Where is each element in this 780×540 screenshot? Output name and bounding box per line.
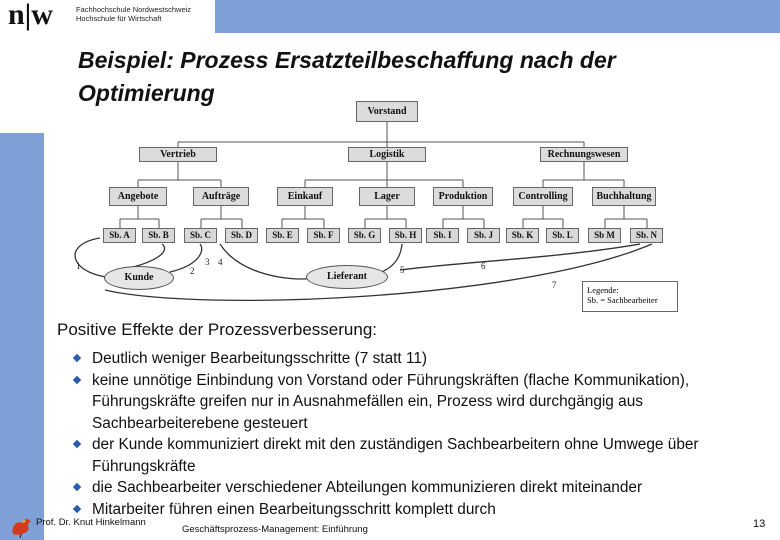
institution-line-2: Hochschule für Wirtschaft [76, 14, 162, 23]
node-produktion: Produktion [433, 187, 493, 206]
node-sb-k: Sb. K [506, 228, 539, 243]
list-item: der Kunde kommuniziert direkt mit den zu… [72, 434, 762, 477]
bullet-icon [72, 504, 82, 513]
legend-text: Sb. = Sachbearbeiter [587, 295, 658, 305]
node-sb-h: Sb. H [389, 228, 422, 243]
step-3: 3 [205, 257, 210, 267]
side-accent-bar [0, 133, 44, 540]
title-line-2: Optimierung [78, 80, 215, 106]
node-sb-g: Sb. G [348, 228, 381, 243]
slide-title: Beispiel: Prozess Ersatzteilbeschaffung … [78, 44, 616, 110]
step-4: 4 [218, 257, 223, 267]
page-number: 13 [753, 518, 766, 530]
list-item: Mitarbeiter führen einen Bearbeitungssch… [72, 499, 762, 521]
node-sb-c: Sb. C [184, 228, 217, 243]
legend-title: Legende: [587, 285, 619, 295]
node-sb-f: Sb. F [307, 228, 340, 243]
oval-kunde: Kunde [104, 266, 174, 290]
node-controlling: Controlling [513, 187, 573, 206]
list-item: Deutlich weniger Bearbeitungsschritte (7… [72, 348, 762, 370]
oval-lieferant: Lieferant [306, 265, 388, 289]
bullet-icon [72, 375, 82, 384]
node-sb-j: Sb. J [467, 228, 500, 243]
institution-name: Fachhochschule Nordwestschweiz Hochschul… [76, 5, 191, 23]
institution-line-1: Fachhochschule Nordwestschweiz [76, 5, 192, 14]
list-item-text: der Kunde kommuniziert direkt mit den zu… [92, 436, 699, 475]
list-item-text: die Sachbearbeiter verschiedener Abteilu… [92, 479, 643, 496]
node-rechnungswesen: Rechnungswesen [540, 147, 628, 162]
node-sb-i: Sb. I [426, 228, 459, 243]
node-lager: Lager [359, 187, 415, 206]
list-item-text: Deutlich weniger Bearbeitungsschritte (7… [92, 350, 428, 367]
node-buchhaltung: Buchhaltung [592, 187, 656, 206]
node-auftraege: Aufträge [193, 187, 249, 206]
benefits-list: Deutlich weniger Bearbeitungsschritte (7… [72, 348, 762, 520]
step-5: 5 [400, 265, 405, 275]
list-item-text: Mitarbeiter führen einen Bearbeitungssch… [92, 500, 496, 518]
section-heading: Positive Effekte der Prozessverbesserung… [57, 320, 378, 339]
fhnw-logo: n|w [8, 0, 53, 31]
node-logistik: Logistik [348, 147, 426, 162]
step-1: 1 [76, 261, 81, 271]
list-item-text: keine unnötige Einbindung von Vorstand o… [92, 371, 690, 432]
bullet-icon [72, 439, 82, 449]
bullet-icon [72, 482, 82, 492]
node-sb-e: Sb. E [266, 228, 299, 243]
node-sb-n: Sb. N [630, 228, 663, 243]
node-vertrieb: Vertrieb [139, 147, 217, 162]
node-vorstand: Vorstand [356, 101, 418, 122]
step-7: 7 [552, 280, 557, 290]
node-sb-a: Sb. A [103, 228, 136, 243]
node-sb-d: Sb. D [225, 228, 258, 243]
step-6: 6 [481, 261, 486, 271]
bullet-icon [72, 353, 82, 363]
node-sb-l: Sb. L [546, 228, 579, 243]
node-einkauf: Einkauf [277, 187, 333, 206]
node-sb-b: Sb. B [142, 228, 175, 243]
step-2: 2 [190, 266, 195, 276]
footer-author: Prof. Dr. Knut Hinkelmann [36, 517, 146, 528]
header-bar [215, 0, 780, 33]
list-item: die Sachbearbeiter verschiedener Abteilu… [72, 477, 762, 499]
list-item: keine unnötige Einbindung von Vorstand o… [72, 370, 762, 435]
node-angebote: Angebote [109, 187, 167, 206]
rooster-icon [12, 519, 31, 538]
node-sb-m: Sb M [588, 228, 621, 243]
org-chart-lines [74, 122, 653, 301]
footer-course: Geschäftsprozess-Management: Einführung [182, 524, 368, 535]
title-line-1: Beispiel: Prozess Ersatzteilbeschaffung … [78, 47, 616, 73]
diagram-legend: Legende: Sb. = Sachbearbeiter [582, 281, 678, 312]
